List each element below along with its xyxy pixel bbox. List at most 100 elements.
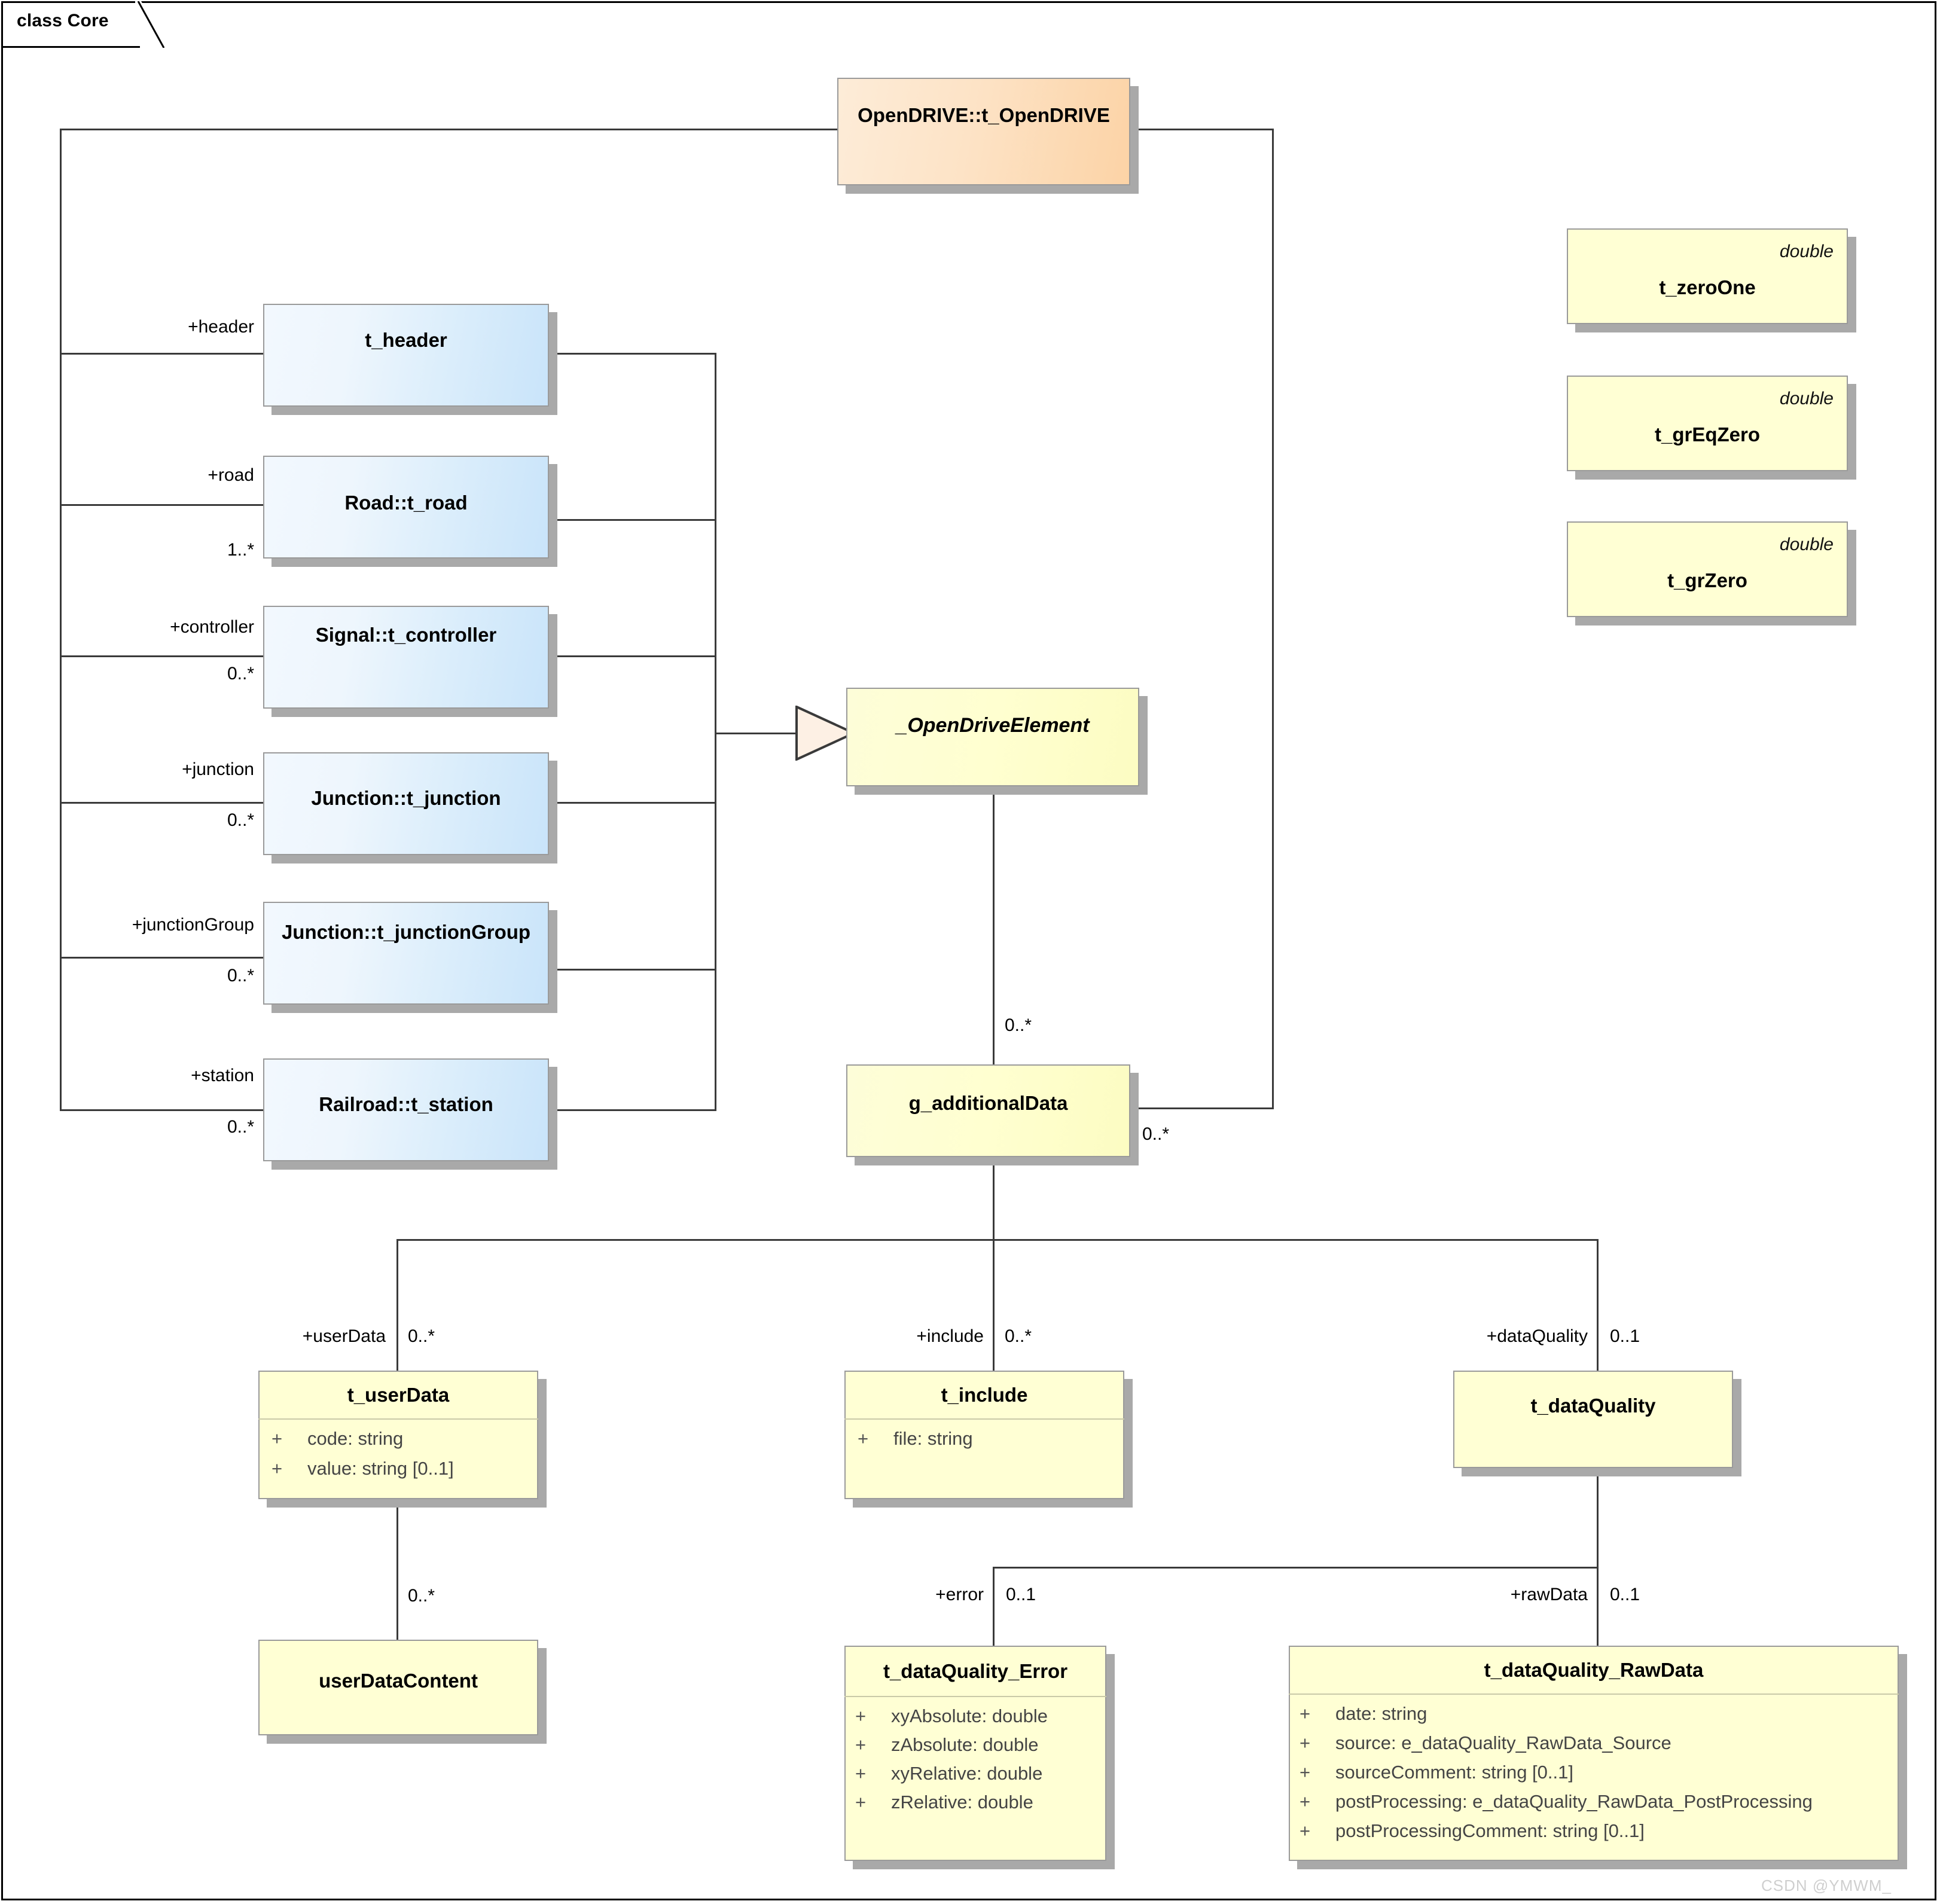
- edge-gen-header: [549, 353, 716, 355]
- edge-gen-controller: [549, 655, 716, 657]
- node-additionaldata[interactable]: g_additionalData: [846, 1064, 1139, 1165]
- attribute-visibility: +: [1300, 1791, 1311, 1812]
- node-userdatacontent[interactable]: userDataContent: [258, 1640, 547, 1744]
- edge-label-userdata-role: +userData: [302, 1326, 386, 1346]
- node-junction-group[interactable]: Junction::t_junctionGroup: [263, 902, 557, 1013]
- node-dataquality-rawdata[interactable]: t_dataQuality_RawData + date: string +sou…: [1289, 1646, 1907, 1869]
- node-opendriveelement[interactable]: _OpenDriveElement: [846, 688, 1148, 795]
- node-title: Junction::t_junction: [311, 787, 501, 809]
- node-body: [846, 688, 1139, 786]
- node-title: Road::t_road: [344, 492, 468, 514]
- node-title: g_additionalData: [908, 1092, 1068, 1114]
- node-controller[interactable]: Signal::t_controller: [263, 606, 557, 717]
- attribute-visibility: +: [858, 1428, 869, 1449]
- edge-drop-userdata: [396, 1239, 398, 1371]
- attribute-text: xyRelative: double: [891, 1763, 1043, 1784]
- edge-drop-dataquality: [1597, 1239, 1599, 1371]
- edge-gen-junction-group: [549, 969, 716, 971]
- node-body: [263, 1058, 549, 1161]
- edge-element-to-additionaldata: [993, 786, 995, 1067]
- attribute-visibility: +: [272, 1458, 283, 1479]
- attribute-row: + value: string [0..1]: [272, 1458, 454, 1479]
- edge-label-road-role: +road: [208, 465, 254, 485]
- node-title: Junction::t_junctionGroup: [281, 921, 531, 943]
- node-title: t_dataQuality_RawData: [1484, 1659, 1704, 1681]
- attribute-separator: [1289, 1694, 1899, 1695]
- node-body: [263, 902, 549, 1005]
- node-include[interactable]: t_include + file: string: [844, 1371, 1133, 1508]
- node-title: Railroad::t_station: [319, 1093, 493, 1115]
- attribute-row: +code: string: [272, 1428, 403, 1450]
- node-zeroone[interactable]: double t_zeroOne: [1567, 228, 1856, 332]
- node-title: Signal::t_controller: [315, 624, 497, 646]
- attribute-row: +zAbsolute: double: [855, 1734, 1038, 1756]
- frame-label: class Core: [17, 11, 109, 30]
- attribute-text: postProcessingComment: string [0..1]: [1335, 1820, 1645, 1841]
- node-body: [846, 1064, 1130, 1157]
- edge-label-controller-role: +controller: [170, 617, 254, 637]
- edge-additionaldata-down: [993, 1157, 995, 1241]
- attribute-visibility: +: [855, 1763, 867, 1784]
- node-title: t_include: [941, 1384, 1028, 1406]
- edge-label-controller-multiplicity: 0..*: [227, 664, 254, 684]
- node-greqzero[interactable]: double t_grEqZero: [1567, 376, 1856, 480]
- node-road[interactable]: Road::t_road: [263, 456, 557, 567]
- edge-label-dataquality-role: +dataQuality: [1486, 1326, 1588, 1346]
- node-title: userDataContent: [319, 1670, 478, 1692]
- attribute-visibility: +: [855, 1734, 867, 1755]
- node-grzero[interactable]: double t_grZero: [1567, 521, 1856, 625]
- edge-label-include-role: +include: [916, 1326, 984, 1346]
- edge-label-rawdata-role: +rawData: [1510, 1585, 1588, 1604]
- node-stereotype: double: [1779, 389, 1834, 408]
- node-body: [844, 1371, 1124, 1499]
- node-stereotype: double: [1779, 535, 1834, 554]
- edge-opendrive-right-down: [1272, 129, 1274, 1109]
- node-title: t_userData: [347, 1384, 450, 1406]
- node-title: t_grZero: [1667, 569, 1747, 591]
- edge-opendrive-left-stub: [60, 129, 837, 130]
- edge-label-station-multiplicity: 0..*: [227, 1117, 254, 1137]
- node-title: t_header: [365, 329, 447, 351]
- attribute-row: +postProcessing: e_dataQuality_RawData_P…: [1300, 1791, 1813, 1813]
- edge-left-trunk: [60, 129, 62, 1109]
- node-body: [1567, 376, 1848, 471]
- attribute-text: xyAbsolute: double: [891, 1705, 1048, 1726]
- node-body: [1567, 521, 1848, 617]
- watermark: CSDN @YMWM_: [1761, 1876, 1892, 1894]
- edge-branch-junction: [60, 802, 263, 804]
- attribute-row: + xyRelative: double: [855, 1763, 1042, 1784]
- node-junction[interactable]: Junction::t_junction: [263, 752, 557, 863]
- node-userdata[interactable]: t_userData +code: string + value: string …: [258, 1371, 547, 1508]
- node-opendrive[interactable]: OpenDRIVE::t_OpenDRIVE: [837, 78, 1139, 194]
- edge-drop-include: [993, 1239, 995, 1371]
- node-body: [258, 1371, 538, 1499]
- attribute-visibility: +: [1300, 1732, 1311, 1753]
- node-dataquality-error[interactable]: t_dataQuality_Error +xyAbsolute: double …: [844, 1646, 1115, 1869]
- attribute-text: value: string [0..1]: [307, 1458, 454, 1479]
- node-body: [1567, 228, 1848, 324]
- node-station[interactable]: Railroad::t_station: [263, 1058, 557, 1170]
- node-body: [263, 456, 549, 559]
- frame-header-tab: class Core: [1, 1, 166, 48]
- attribute-separator: [844, 1696, 1106, 1697]
- edge-branch-junction-group: [60, 957, 263, 959]
- edge-label-error-multiplicity: 0..1: [1006, 1585, 1036, 1604]
- attribute-visibility: +: [1300, 1703, 1311, 1724]
- edge-label-road-multiplicity: 1..*: [227, 540, 254, 560]
- attribute-row: + file: string: [858, 1428, 973, 1450]
- attribute-text: date: string: [1335, 1703, 1427, 1724]
- node-dataquality[interactable]: t_dataQuality: [1453, 1371, 1741, 1476]
- generalization-arrow-icon: [795, 706, 855, 761]
- node-t-header[interactable]: t_header: [263, 304, 557, 415]
- edge-gen-junction: [549, 802, 716, 804]
- attribute-row: +source: e_dataQuality_RawData_Source: [1300, 1732, 1671, 1754]
- attribute-row: + date: string: [1300, 1703, 1427, 1725]
- attribute-text: file: string: [893, 1428, 973, 1449]
- node-title: t_grEqZero: [1654, 423, 1761, 446]
- edge-label-junction-multiplicity: 0..*: [227, 810, 254, 830]
- attribute-separator: [844, 1418, 1124, 1420]
- edge-label-additionaldata-top-multiplicity: 0..*: [1005, 1015, 1032, 1035]
- edge-into-additionaldata-right: [1128, 1107, 1274, 1109]
